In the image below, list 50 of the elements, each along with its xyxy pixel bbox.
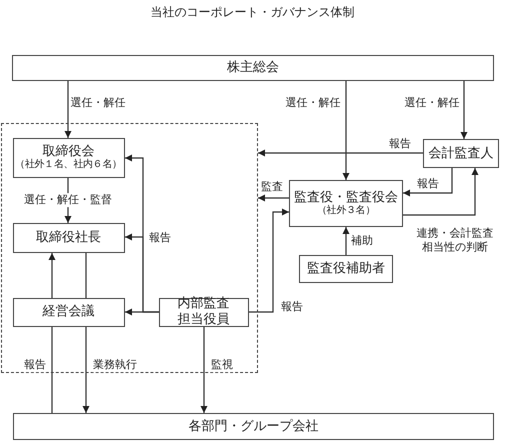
edge-label: 監査 [260,180,284,194]
edge-label: 報告 [416,177,440,191]
box-label: 取締役会 [42,144,94,159]
connector-line [51,327,53,413]
org-box [423,139,499,168]
org-box [12,138,124,178]
edge-label: 報告 [280,300,304,314]
arrow [249,208,289,313]
box-label: 経営会議 [42,304,94,320]
org-box [12,298,124,326]
arrow [403,168,453,196]
arrow [342,227,350,255]
box-label: 監査役補助者 [307,261,385,277]
arrow [64,81,72,138]
org-box [158,298,248,326]
org-box [299,255,393,283]
org-box [289,180,403,227]
box-label: 各部門・グループ会社 [188,418,318,434]
arrow [82,327,90,413]
edge-label: 監視 [210,358,234,372]
box-label: 株主総会 [227,60,279,76]
org-box [13,413,494,440]
edge-label: 選任・解任 [284,96,342,110]
arrow [258,194,289,202]
arrow [460,81,468,139]
connector-line [85,253,87,298]
arrow [200,327,208,413]
org-box [12,222,124,252]
edge-label: 報告 [23,358,47,372]
box-label: 監査役・監査役会 [294,190,398,205]
box-label: 取締役社長 [36,230,101,246]
arrow [403,168,478,216]
arrow [342,81,350,180]
box-note: （社外３名） [316,205,376,218]
box-note: （社外１名、社内６名） [15,159,122,172]
box-label: 会計監査人 [428,146,494,162]
arrow [258,150,423,156]
arrow [48,253,56,298]
edge-label: 選任・解任 [404,96,460,110]
edge-label: 連携・会計監査相当性の判断 [416,226,494,254]
box-label: 内部監査担当役員 [178,296,230,328]
edge-label: 選任・解任・監督 [23,193,113,207]
edge-label: 報告 [148,231,172,245]
arrow [125,308,159,316]
edge-label: 業務執行 [92,358,138,372]
diagram-title: 当社のコーポレート・ガバナンス体制 [150,4,356,21]
edge-label: 補助 [350,234,374,248]
edge-label: 選任・解任 [70,96,126,110]
org-box [12,55,494,81]
edge-label: 報告 [388,137,412,151]
